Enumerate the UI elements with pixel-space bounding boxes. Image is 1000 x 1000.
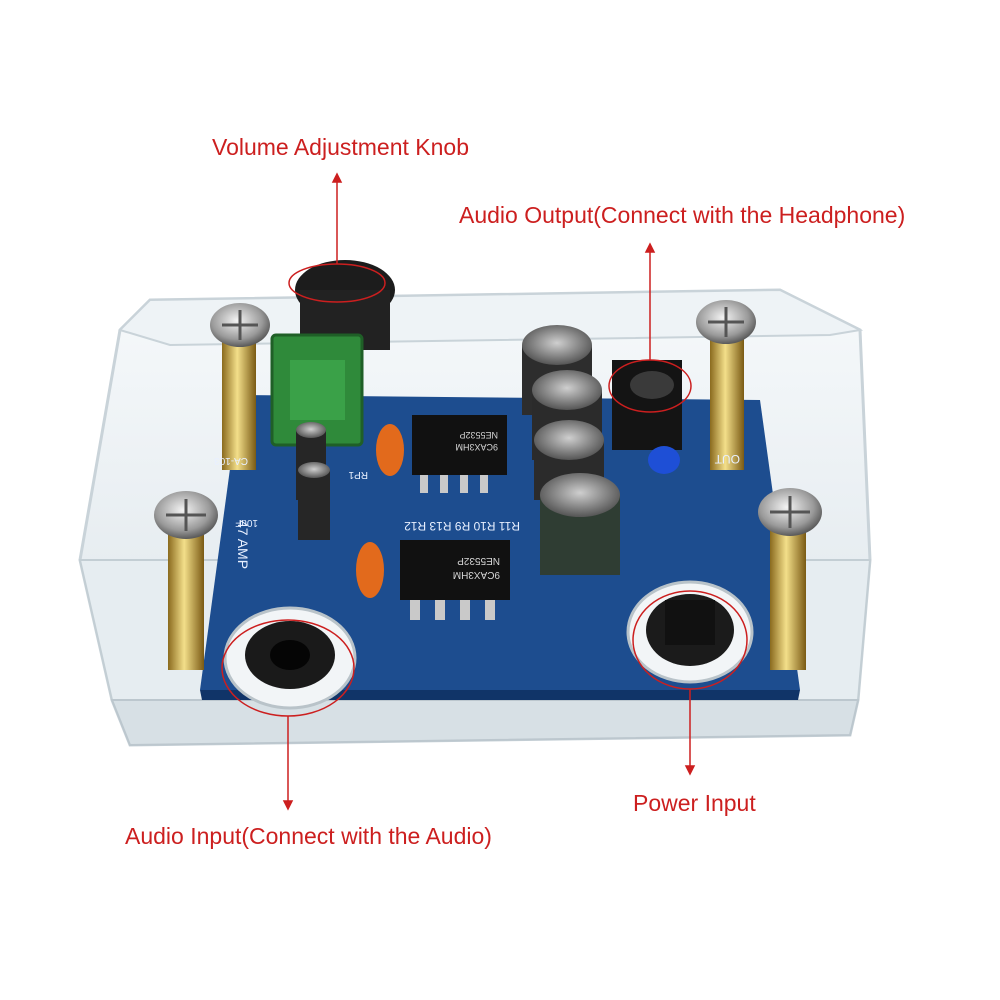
capacitors	[296, 325, 620, 575]
audio-input-jack	[223, 606, 357, 710]
annotation-arrows	[282, 172, 696, 811]
silk-resistor-row: R11 R10 R9 R13 R12	[404, 519, 520, 533]
op-amp-chip-bottom	[400, 540, 510, 620]
callout-audio-input: Audio Input(Connect with the Audio)	[125, 823, 492, 849]
silk-pot-label: CA-103	[214, 455, 248, 466]
silk-rp-label: RP1	[348, 469, 368, 480]
ceramic-capacitors	[356, 424, 404, 598]
chip-markings: NE5532P 9CAX3HM NE5532P 9CAX3HM	[453, 430, 500, 580]
case-screws	[154, 300, 822, 539]
op-amp-chip-top	[412, 415, 507, 493]
callout-power-input: Power Input	[633, 790, 756, 816]
silk-out-label: OUT	[714, 452, 740, 466]
input-arrow-head	[282, 800, 294, 811]
chip-bottom-label: NE5532P	[457, 555, 500, 566]
output-arrow-head	[644, 242, 656, 253]
led	[648, 446, 680, 474]
silk-cap-label: 10uF	[235, 517, 258, 528]
chip-top-label: NE5532P	[459, 430, 498, 440]
chip-bottom-code: 9CAX3HM	[453, 569, 500, 580]
power-arrow-head	[684, 765, 696, 776]
callout-audio-output: Audio Output(Connect with the Headphone)	[459, 202, 906, 228]
brass-standoffs	[168, 330, 806, 670]
power-input-jack	[626, 580, 754, 684]
volume-knob	[270, 260, 395, 447]
chip-top-code: 9CAX3HM	[455, 442, 498, 452]
pcb-silkscreen: 47 AMP CA-103 10uF RP1 R11 R10 R9 R13 R1…	[214, 452, 740, 569]
callout-volume-knob: Volume Adjustment Knob	[212, 134, 469, 160]
silk-board-name: 47 AMP	[235, 520, 251, 569]
knob-arrow-head	[331, 172, 343, 183]
headphone-output-jack	[612, 360, 682, 450]
